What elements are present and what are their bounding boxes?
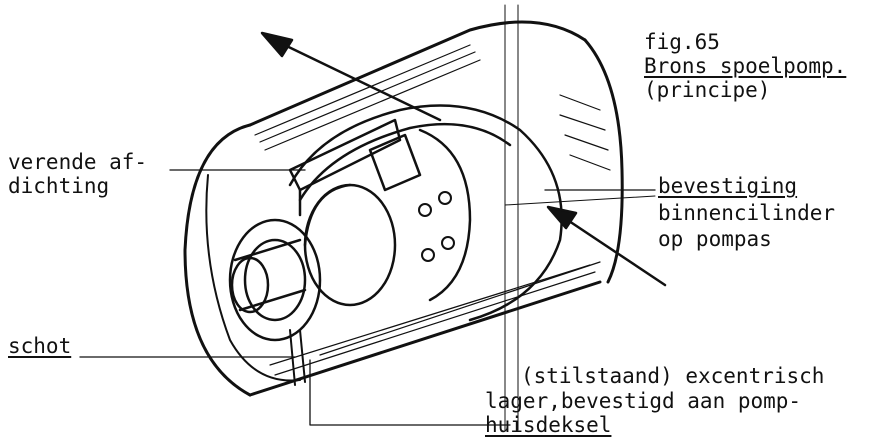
outer-cylinder [183, 20, 624, 397]
inner-cylinder [288, 104, 563, 322]
label-lager-line3: huisdeksel [485, 413, 612, 437]
label-bevestiging-line3: op pompas [658, 227, 772, 251]
figure-subtitle: (principe) [644, 78, 771, 102]
flow-arrow-in [546, 205, 667, 287]
label-lager-line1: (stilstaand) excentrisch [521, 364, 825, 388]
figure-title: Brons spoelpomp. [644, 54, 847, 78]
label-lager-line2: lager,bevestigd aan pomp- [485, 389, 802, 413]
label-verende-line2: dichting [8, 174, 110, 198]
label-bevestiging-line2: binnencilinder [658, 201, 836, 225]
flow-arrow-out [260, 31, 442, 122]
label-bevestiging-line1: bevestiging [658, 174, 798, 198]
label-schot: schot [8, 334, 72, 358]
figure-number: fig.65 [644, 30, 720, 54]
leader-lines [79, 169, 656, 426]
bolts [418, 191, 455, 262]
housing-hatching [254, 44, 611, 376]
shaft [228, 183, 397, 342]
construction-lines [504, 4, 656, 431]
label-verende-line1: verende af- [8, 150, 148, 174]
vane-block [288, 118, 422, 217]
